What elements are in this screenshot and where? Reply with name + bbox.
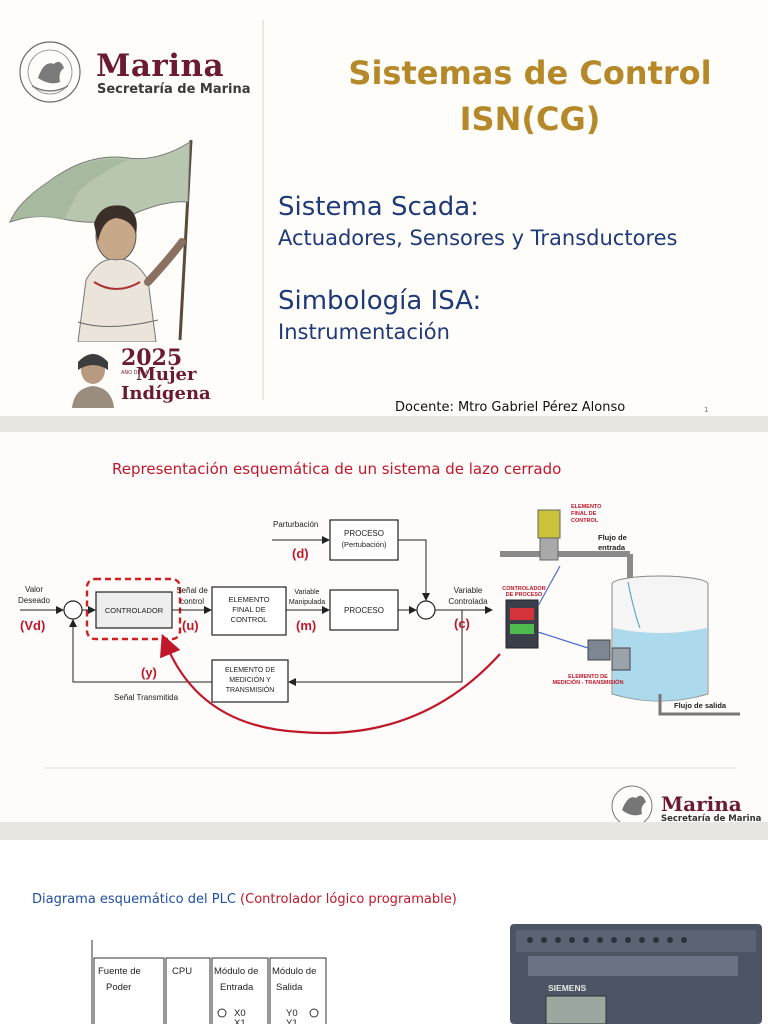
diagram-label: Salida [276, 982, 303, 993]
tank-illustration [500, 509, 740, 716]
diagram-label: Deseado [18, 596, 51, 605]
slide-title-red: (Controlador lógico programable) [240, 892, 457, 907]
y-label: (y) [141, 665, 157, 680]
mexico-crest-icon [19, 41, 81, 103]
siemens-plc-device [510, 924, 762, 1024]
title-slide: Marina Secretaría de Marina 2025 AÑO DE … [0, 0, 768, 416]
u-label: (u) [182, 618, 199, 633]
diagram-label: FINAL DE [232, 605, 265, 614]
heading-isa: Simbología ISA: [278, 286, 482, 316]
mexico-crest-icon [611, 785, 653, 822]
diagram-label: X1 [234, 1018, 246, 1024]
plc-schematic: Fuente de Poder CPU Módulo de Entrada Mó… [91, 924, 762, 1024]
proceso-pert-box [329, 519, 399, 561]
vd-label: (Vd) [20, 618, 45, 633]
indigenous-woman-portrait [72, 354, 114, 408]
diagram-label: CONTROLADOR [502, 586, 545, 592]
year-badge-year: 2025 [121, 345, 183, 371]
diagram-label: (Pertubación) [341, 540, 387, 549]
diagram-label: Flujo de salida [674, 701, 727, 710]
slide-title-line2: ISN(CG) [459, 100, 601, 138]
diagram-label: Y1 [286, 1018, 298, 1024]
diagram-label: CONTROL [571, 518, 599, 524]
diagram-label: entrada [598, 543, 626, 552]
diagram-label: Manipulada [289, 599, 325, 606]
diagram-label: SIEMENS [548, 983, 587, 993]
diagram-label: Entrada [220, 982, 254, 993]
heading-scada: Sistema Scada: [278, 192, 479, 222]
docente-label: Docente: Mtro Gabriel Pérez Alonso [395, 400, 626, 415]
slide-title-blue: Diagrama esquemático del PLC [32, 892, 236, 907]
diagram-label: CONTROL [231, 615, 268, 624]
diagram-label: Valor [25, 585, 43, 594]
controlador-highlight [85, 577, 182, 641]
woman-flag-illustration [8, 132, 218, 342]
diagram-label: MEDICIÓN - TRANSMISIÓN [553, 678, 624, 686]
diagram-label: ELEMENTO DE [225, 667, 275, 674]
marina-logo-subtitle: Secretaría de Marina [97, 82, 251, 97]
page-number: 1 [704, 406, 709, 414]
subheading-instrumentacion: Instrumentación [278, 320, 450, 344]
diagram-label: CONTROLADOR [105, 606, 164, 615]
closed-loop-block-diagram: Parturbación PROCESO (Pertubación) Valor… [18, 504, 740, 822]
marina-logo-text: Marina [661, 792, 742, 816]
diagram-label: Módulo de [272, 966, 316, 977]
diagram-label: PROCESO [344, 529, 384, 538]
plc-slide: Diagrama esquemático del PLC (Controlado… [0, 840, 768, 1024]
diagram-label: MEDICIÓN Y [229, 675, 271, 684]
slide-title-line1: Sistemas de Control [348, 54, 712, 92]
slide-title: Representación esquemática de un sistema… [112, 460, 562, 478]
slide-title: Diagrama esquemático del PLC (Controlado… [32, 892, 457, 907]
diagram-label: Módulo de [214, 966, 258, 977]
diagram-label: ELEMENTO [228, 595, 269, 604]
diagram-label: Poder [106, 982, 131, 993]
diagram-label: ELEMENTO DE [568, 674, 608, 680]
diagram-label: Señal de [176, 586, 208, 595]
diagram-label: Señal Transmitida [114, 693, 179, 702]
year-badge-word1: Mujer [136, 364, 197, 385]
diagram-label: PROCESO [344, 606, 384, 615]
diagram-label: ELEMENTO [571, 504, 602, 510]
perturbacion-label: Parturbación [273, 520, 318, 529]
m-label: (m) [296, 618, 316, 633]
d-label: (d) [292, 546, 309, 561]
year-badge-prefix: AÑO DE LA [121, 370, 149, 376]
diagram-label: FINAL DE [571, 511, 597, 517]
diagram-label: Flujo de [598, 533, 627, 542]
diagram-label: control [180, 597, 204, 606]
divider [262, 20, 264, 400]
closed-loop-slide: Representación esquemática de un sistema… [0, 432, 768, 822]
elemento-final-box [211, 586, 287, 636]
diagram-label: Variable [454, 586, 483, 595]
year-badge-word2: Indígena [121, 383, 211, 404]
marina-logo-text: Marina [96, 48, 225, 84]
diagram-label: DE PROCESO [506, 592, 543, 598]
diagram-label: Variable [294, 589, 319, 596]
diagram-label: TRANSMISIÓN [226, 685, 275, 694]
diagram-label: X0 [234, 1008, 246, 1019]
marina-logo-subtitle: Secretaría de Marina [661, 814, 762, 822]
diagram-label: CPU [172, 966, 192, 977]
diagram-label: Fuente de [98, 966, 141, 977]
subheading-actuadores: Actuadores, Sensores y Transductores [278, 226, 678, 250]
c-label: (c) [454, 616, 470, 631]
diagram-label: Y0 [286, 1008, 298, 1019]
controlador-box [95, 591, 173, 629]
diagram-label: Controlada [448, 597, 488, 606]
